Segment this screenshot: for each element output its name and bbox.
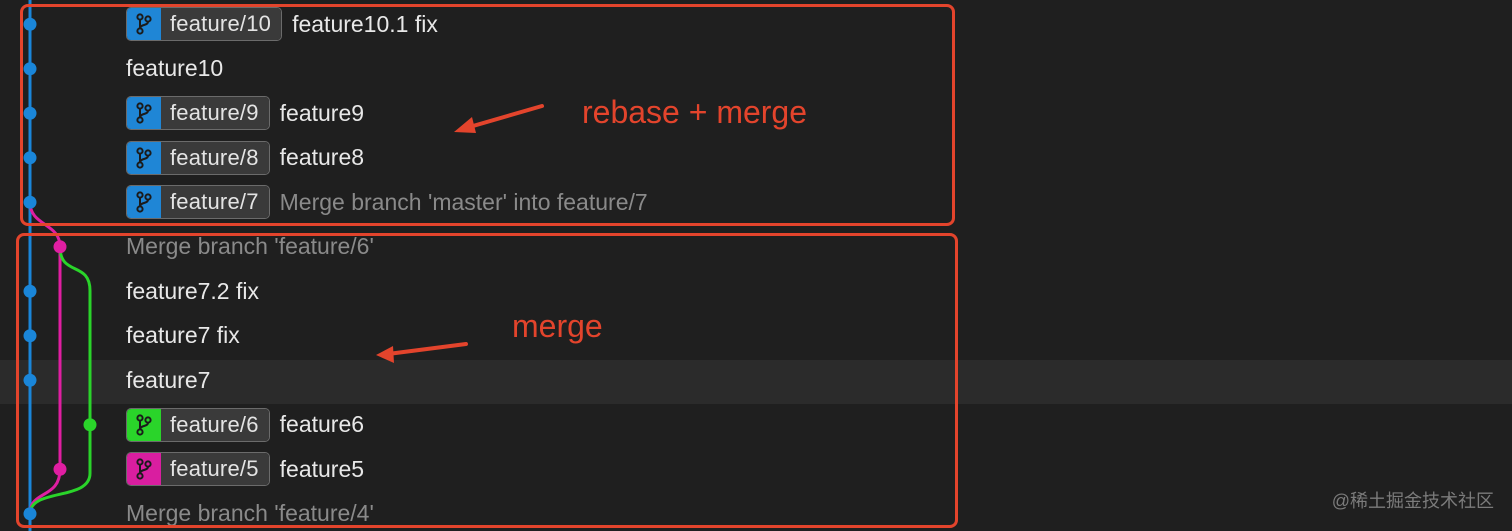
commit-message: feature5: [279, 455, 365, 482]
commit-message: feature7.2 fix: [126, 277, 259, 304]
commit-dot[interactable]: [23, 373, 37, 387]
branch-badge-label: feature/5: [161, 453, 269, 485]
watermark: @稀土掘金技术社区: [1331, 491, 1494, 511]
branch-badge-label: feature/8: [161, 141, 269, 174]
git-branch-icon: [127, 186, 161, 218]
commit-row-content: feature/5 feature5: [126, 447, 364, 491]
commit-row-content: feature/10 feature10.1 fix: [126, 2, 438, 46]
commit-row-content: feature10: [126, 47, 223, 91]
commit-dot[interactable]: [23, 329, 37, 343]
commit-row-content: Merge branch 'feature/4': [126, 492, 374, 531]
branch-badge[interactable]: feature/5: [126, 452, 270, 486]
commit-dot[interactable]: [53, 240, 67, 254]
branch-badge-label: feature/6: [161, 408, 269, 441]
commit-dot[interactable]: [23, 284, 37, 298]
commit-row[interactable]: feature/5 feature5: [0, 447, 1512, 491]
commit-row-content: feature/6 feature6: [126, 403, 364, 447]
annotation-label-rebase-merge: rebase + merge: [582, 94, 808, 130]
branch-badge[interactable]: feature/6: [126, 407, 270, 442]
commit-message: feature9: [279, 99, 365, 126]
branch-badge[interactable]: feature/9: [126, 96, 270, 130]
annotation-arrow-top: [454, 104, 544, 133]
commit-row-content: feature7.2 fix: [126, 269, 259, 313]
commit-row[interactable]: feature/7 Merge branch 'master' into feat…: [0, 180, 1512, 224]
commit-row[interactable]: feature/9 feature9: [0, 91, 1512, 135]
commit-row-content: feature7 fix: [126, 314, 240, 358]
branch-badge[interactable]: feature/7: [126, 185, 270, 219]
commit-message: feature8: [279, 144, 365, 170]
git-branch-icon: [127, 141, 161, 174]
commit-row-content: feature7: [126, 358, 210, 402]
commit-dot[interactable]: [23, 151, 37, 165]
commit-row-content: Merge branch 'feature/6': [126, 225, 374, 269]
commit-dot[interactable]: [23, 195, 37, 209]
annotation-box-rebase: [20, 4, 955, 226]
commit-dot[interactable]: [23, 507, 37, 521]
commit-row[interactable]: feature7: [0, 358, 1512, 402]
git-branch-icon: [127, 8, 161, 40]
commit-row[interactable]: feature/10 feature10.1 fix: [0, 2, 1512, 46]
commit-row-content: feature/8 feature8: [126, 136, 364, 180]
commit-message: feature6: [279, 411, 365, 437]
annotation-box-merge: [16, 233, 958, 528]
commit-message: Merge branch 'master' into feature/7: [279, 188, 648, 215]
commit-message: feature7 fix: [126, 322, 240, 348]
commit-dot[interactable]: [83, 418, 97, 432]
branch-badge[interactable]: feature/8: [126, 140, 270, 175]
commit-dot[interactable]: [53, 462, 67, 476]
branch-badge-label: feature/7: [161, 186, 269, 218]
commit-row[interactable]: Merge branch 'feature/6': [0, 225, 1512, 269]
git-branch-icon: [127, 97, 161, 129]
commit-dot[interactable]: [23, 106, 37, 120]
commit-dot[interactable]: [23, 17, 37, 31]
branch-badge-label: feature/9: [161, 97, 269, 129]
commit-row[interactable]: feature/6 feature6: [0, 403, 1512, 447]
commit-message: feature10.1 fix: [292, 10, 438, 37]
commit-message: Merge branch 'feature/6': [126, 233, 374, 259]
git-branch-icon: [127, 453, 161, 485]
commit-dot[interactable]: [23, 62, 37, 76]
commit-row-content: feature/9 feature9: [126, 91, 364, 135]
commit-row-content: feature/7 Merge branch 'master' into feat…: [126, 180, 648, 224]
commit-message: Merge branch 'feature/4': [126, 500, 374, 526]
commit-row[interactable]: Merge branch 'feature/4': [0, 492, 1512, 531]
commit-message: feature10: [126, 55, 224, 81]
annotation-arrow-bottom: [376, 342, 468, 363]
commit-row[interactable]: feature7.2 fix: [0, 269, 1512, 313]
branch-badge[interactable]: feature/10: [126, 7, 283, 41]
commit-message: feature7: [126, 366, 211, 393]
commit-graph: [23, 0, 97, 531]
graph-lane-feature: [28, 245, 92, 516]
commit-row[interactable]: feature7 fix: [0, 314, 1512, 358]
commit-row[interactable]: feature10: [0, 47, 1512, 91]
selected-row-highlight: [0, 360, 1512, 404]
git-branch-icon: [127, 408, 161, 441]
branch-badge-label: feature/10: [161, 8, 282, 40]
commit-row[interactable]: feature/8 feature8: [0, 136, 1512, 180]
annotation-label-merge: merge: [512, 308, 603, 344]
